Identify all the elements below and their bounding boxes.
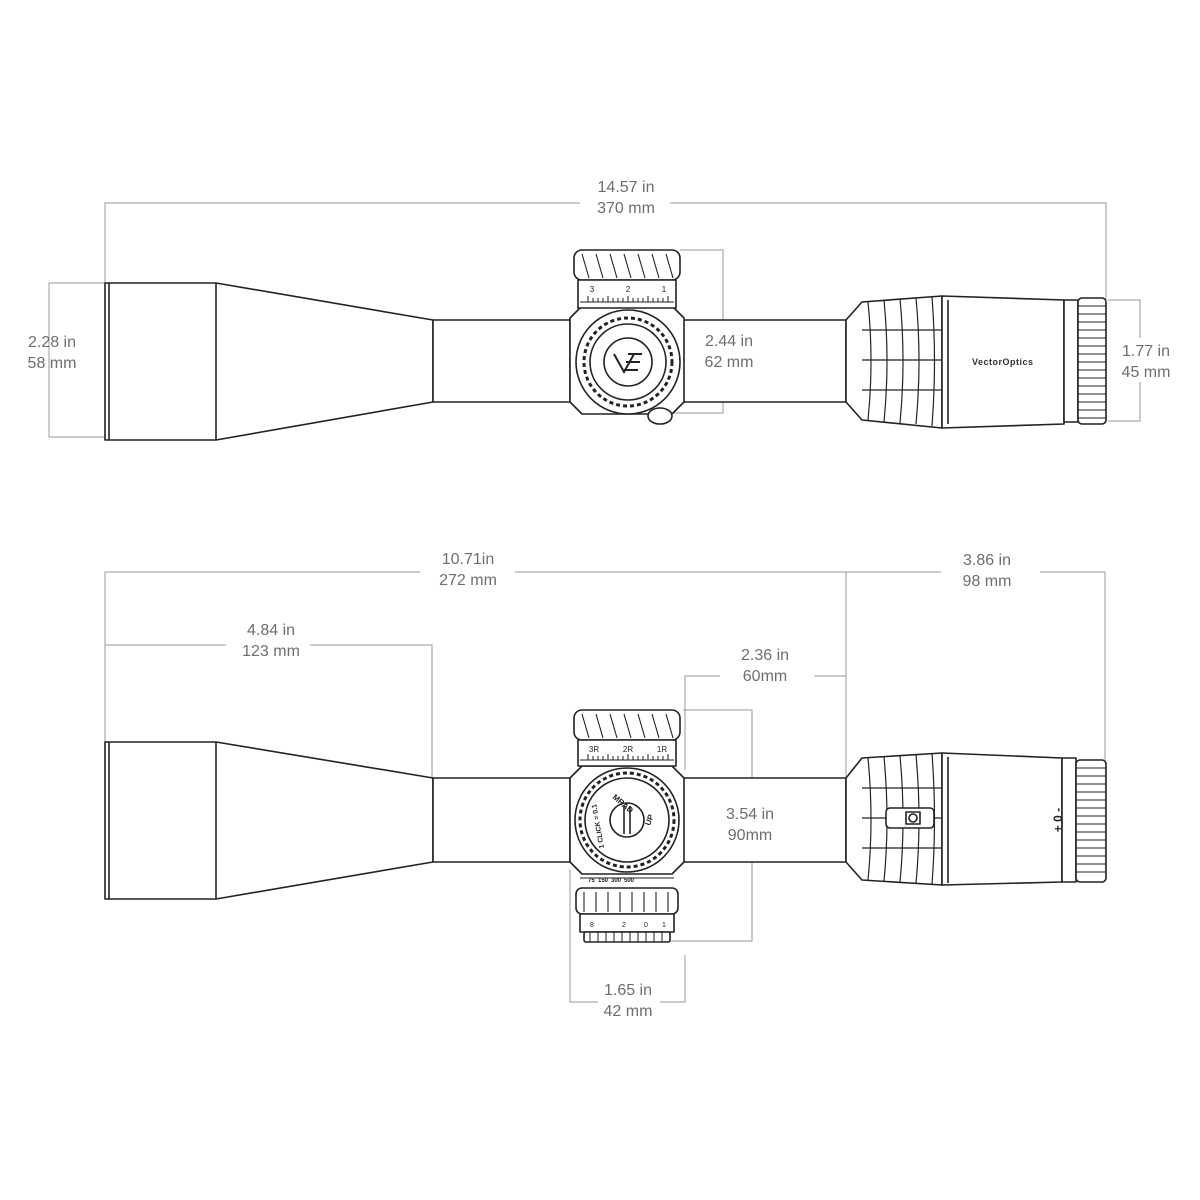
top-scale-label-0: 3 — [590, 285, 595, 294]
label-eyepiece-length: 3.86 in 98 mm — [963, 550, 1012, 592]
brand-wordmark: VectorOptics — [972, 357, 1034, 367]
top-objective-bell — [104, 282, 434, 441]
parallax-distance-marks: 75 150 300 500 — [588, 878, 635, 884]
scope-top-view — [104, 249, 1107, 441]
eyepiece-diameter-in: 1.77 in — [1121, 343, 1171, 360]
parallax-mark-1: 150 — [598, 878, 609, 884]
label-turret-height-side: 3.54 in 90mm — [726, 804, 774, 846]
diopter-label: + 0 - — [1051, 808, 1065, 832]
dim-line-turret-height-side — [683, 709, 753, 800]
parallax-mark-2: 300 — [611, 878, 622, 884]
label-objective-length: 4.84 in 123 mm — [242, 620, 300, 662]
label-eyepiece-diameter: 1.77 in 45 mm — [1122, 341, 1171, 383]
eyepiece-diameter-mm: 45 mm — [1121, 364, 1171, 381]
turret-height-top-mm: 62 mm — [704, 354, 754, 371]
side-objective-bell — [104, 741, 434, 900]
top-scale-label-1: 2 — [626, 285, 631, 294]
dim-line-eyepiece-diameter — [1108, 299, 1141, 338]
side-scale-label-0: 3R — [589, 745, 599, 754]
side-turret-cap — [609, 802, 645, 838]
eyepiece-length-in: 3.86 in — [962, 552, 1012, 569]
label-overall-length: 14.57 in 370 mm — [597, 177, 655, 219]
top-eyepiece-housing — [941, 295, 1065, 429]
turret-width-mm: 42 mm — [603, 1003, 653, 1020]
dim-line-overall-length — [104, 202, 580, 283]
objective-length-in: 4.84 in — [246, 622, 296, 639]
side-turret-scale: 3R 2R 1R — [589, 745, 667, 754]
parallax-mark-0: 75 — [588, 878, 595, 884]
turret-offset-in: 2.36 in — [740, 647, 790, 664]
scope-side-view — [104, 709, 1107, 943]
parallax-scale-label-3: 1 — [662, 922, 666, 929]
turret-width-in: 1.65 in — [603, 982, 653, 999]
overall-length-mm: 370 mm — [597, 200, 655, 217]
objective-diameter-in: 2.28 in — [27, 334, 77, 351]
label-tube-length: 10.71in 272 mm — [439, 549, 497, 591]
turret-offset-mm: 60mm — [742, 668, 788, 685]
top-main-tube — [432, 319, 571, 403]
side-main-tube — [432, 777, 571, 863]
turret-height-side-in: 3.54 in — [725, 806, 775, 823]
brand-logo-icon — [613, 353, 642, 375]
top-eyepiece-ring — [845, 295, 943, 429]
side-scale-label-2: 1R — [657, 745, 667, 754]
objective-diameter-mm: 58 mm — [27, 355, 77, 372]
top-scale-label-2: 1 — [662, 285, 667, 294]
label-turret-width: 1.65 in 42 mm — [604, 980, 653, 1022]
side-eyepiece-housing — [941, 752, 1063, 886]
dim-line-turret-offset — [684, 675, 720, 770]
dim-line-turret-height — [680, 249, 724, 329]
top-elevation-scale: 3 2 1 — [590, 285, 667, 294]
label-turret-offset: 2.36 in 60mm — [741, 645, 789, 687]
turret-height-top-in: 2.44 in — [704, 333, 754, 350]
objective-length-mm: 123 mm — [242, 643, 300, 660]
tube-length-in: 10.71in — [441, 551, 495, 568]
dimension-lines — [48, 202, 1141, 1003]
parallax-scale-label-0: 8 — [590, 922, 594, 929]
dim-line-turret-width — [569, 870, 598, 1003]
label-objective-diameter: 2.28 in 58 mm — [28, 332, 77, 374]
parallax-scale: 8 2 0 1 — [590, 922, 666, 929]
label-turret-height-top: 2.44 in 62 mm — [705, 331, 754, 373]
eyepiece-length-mm: 98 mm — [962, 573, 1012, 590]
side-parallax-knob — [575, 887, 679, 915]
overall-length-in: 14.57 in — [597, 179, 655, 196]
dim-line-tube-length — [104, 571, 420, 742]
side-scale-label-1: 2R — [623, 745, 633, 754]
dim-line-eyepiece-length — [1040, 571, 1106, 760]
turret-direction-text: UP — [643, 813, 655, 827]
tube-length-mm: 272 mm — [439, 572, 497, 589]
parallax-scale-label-2: 0 — [644, 922, 648, 929]
parallax-scale-label-1: 2 — [622, 922, 626, 929]
parallax-mark-3: 500 — [624, 878, 635, 884]
side-eyepiece-focus-ring — [1075, 759, 1107, 883]
turret-height-side-mm: 90mm — [727, 827, 773, 844]
top-eyepiece-focus-ring — [1077, 297, 1107, 425]
